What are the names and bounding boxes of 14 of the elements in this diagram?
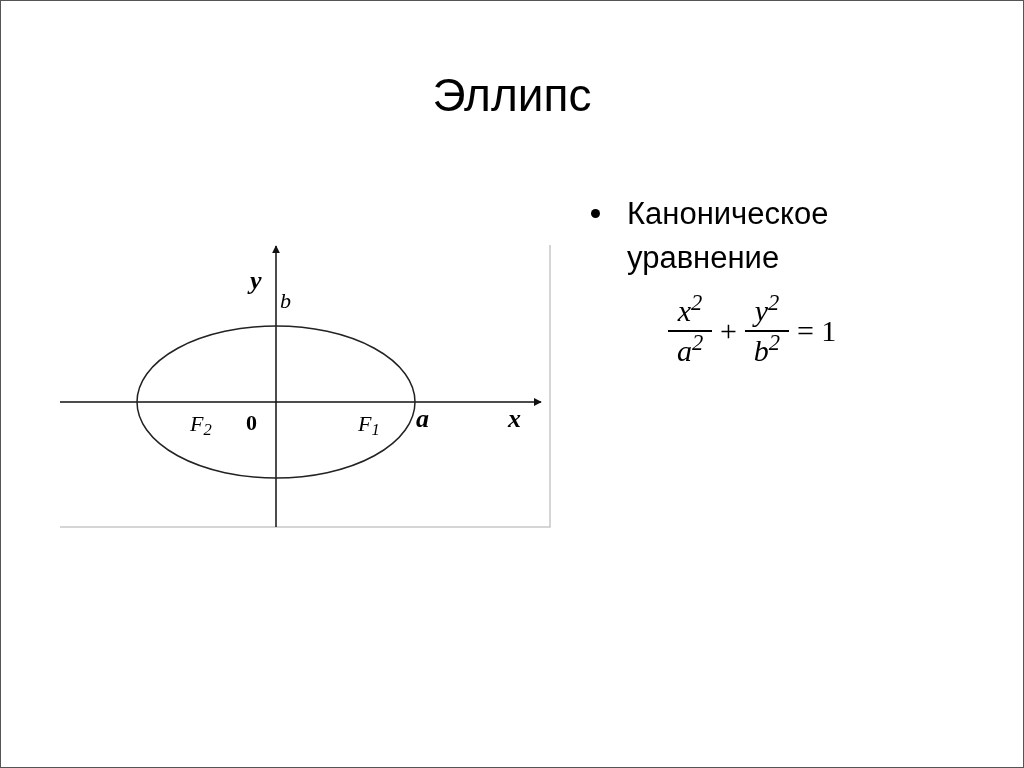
equation-result: = 1 [796, 316, 837, 346]
axis-label: x [508, 406, 521, 432]
numerator: y$^{2}$ [751, 296, 781, 329]
focus-label: F$_{2}$ [190, 413, 212, 435]
origin-label: 0 [246, 412, 257, 434]
plus-sign: + [720, 316, 737, 346]
numerator: x$^{2}$ [676, 296, 704, 329]
denominator: a$^{2}$ [675, 332, 705, 366]
semi-axis-label: a [416, 406, 429, 432]
bullet-text: Каноническое уравнение [627, 195, 830, 277]
denominator: b$^{2}$ [752, 332, 782, 366]
slide-title: Эллипс [431, 72, 593, 118]
semi-axis-label: b [280, 290, 291, 312]
focus-label: F$_{1}$ [358, 413, 380, 435]
